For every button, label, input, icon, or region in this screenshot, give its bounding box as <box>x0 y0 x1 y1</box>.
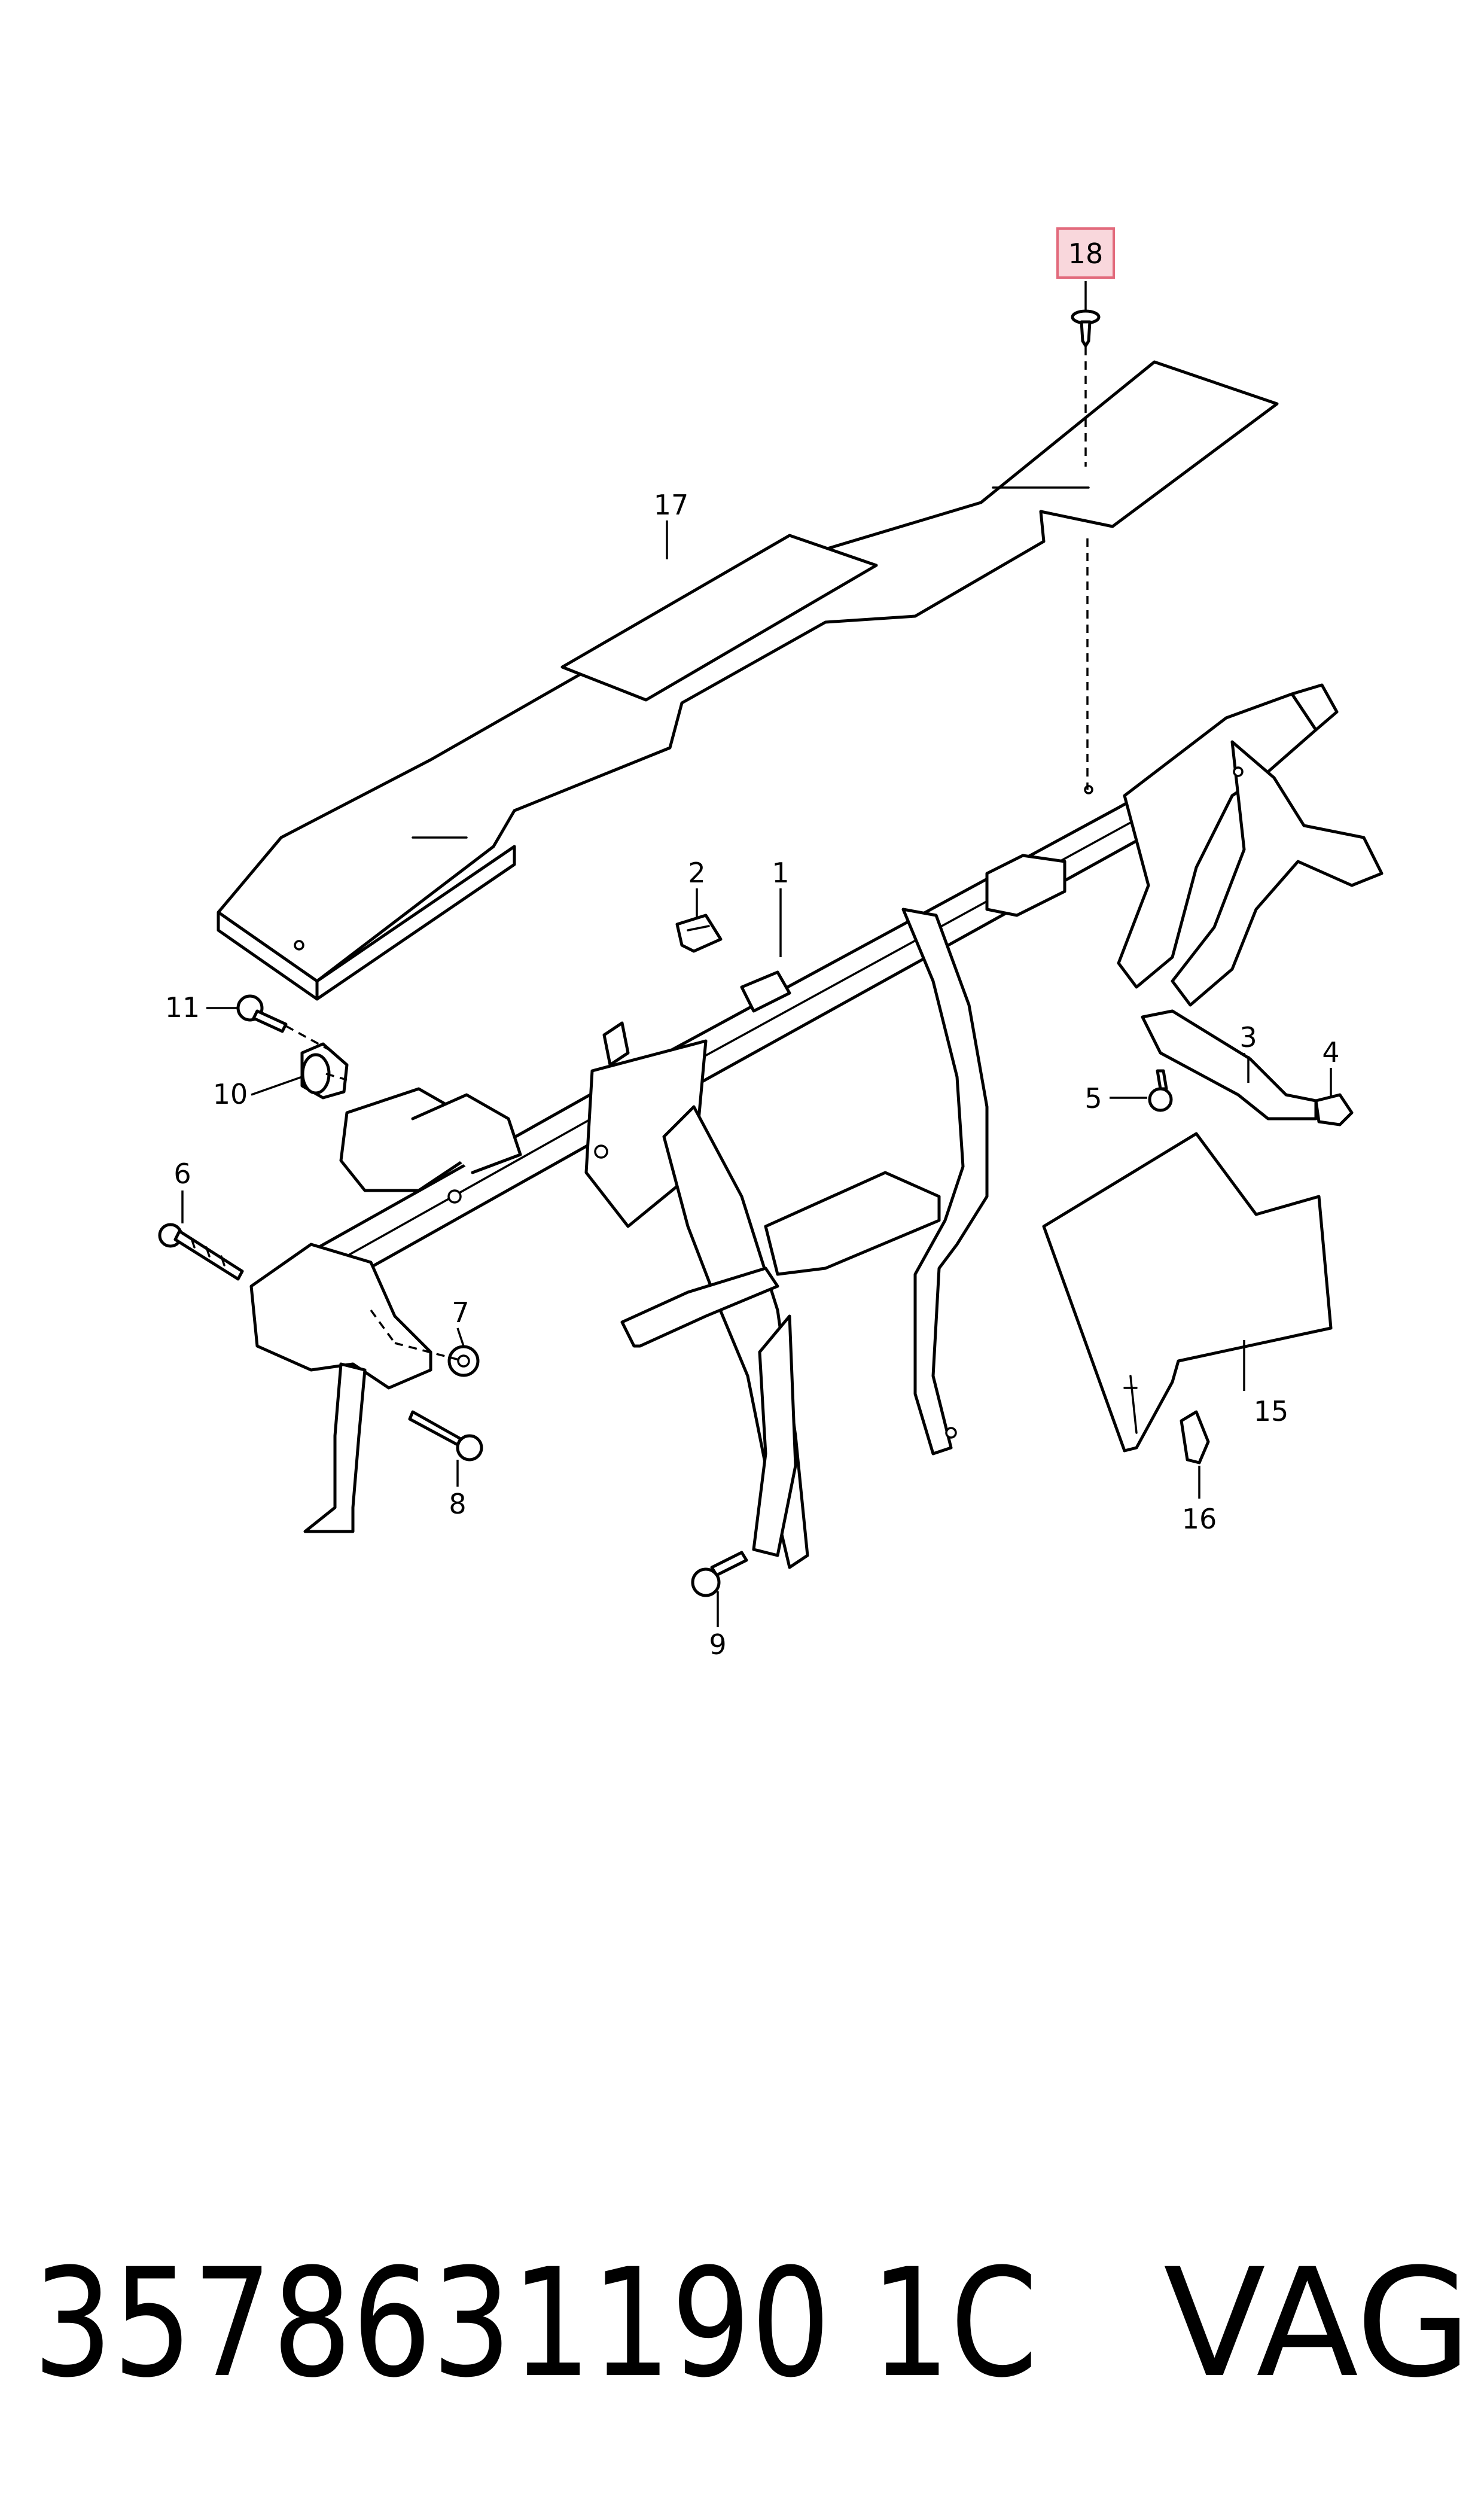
part-8-bolt <box>408 1410 483 1462</box>
part-9-bolt <box>691 1551 748 1597</box>
callout-4: 4 <box>1322 1036 1339 1068</box>
callout-16: 16 <box>1182 1503 1217 1535</box>
callout-10: 10 <box>213 1078 248 1110</box>
callout-18-highlight <box>1056 227 1115 279</box>
part-4-clip <box>1314 1093 1354 1126</box>
part-2-clip-nut <box>675 914 723 953</box>
callout-3: 3 <box>1239 1021 1257 1054</box>
leader-lines <box>181 281 1332 1627</box>
part-16-clip <box>1180 1410 1210 1464</box>
part-6-bolt <box>158 1223 244 1281</box>
footer-brand: VAG <box>1163 2236 1471 2410</box>
callout-18: 18 <box>1068 238 1104 270</box>
part-11-bolt <box>236 994 288 1033</box>
part-1-cross-car-beam <box>249 683 1384 1569</box>
part-17-insulation-pad <box>217 360 1279 1001</box>
callout-1: 1 <box>772 857 789 889</box>
part-10-grommet <box>300 1042 349 1100</box>
callout-11: 11 <box>165 991 200 1024</box>
part-15-insulation-panel <box>1042 1132 1333 1453</box>
footer-part-number: 3578631190 1C <box>33 2236 1038 2410</box>
callout-9: 9 <box>709 1628 726 1661</box>
callout-15: 15 <box>1254 1395 1289 1427</box>
part-5-bolt <box>1148 1069 1173 1112</box>
callout-5: 5 <box>1084 1082 1102 1115</box>
callout-labels: 18 17 2 1 3 4 5 11 10 6 7 8 9 15 16 <box>165 238 1340 1661</box>
callout-2: 2 <box>688 857 705 889</box>
callout-7: 7 <box>452 1296 469 1329</box>
part-7-nut <box>447 1345 480 1377</box>
callout-8: 8 <box>449 1488 466 1520</box>
part-18-screw <box>1071 309 1101 348</box>
callout-6: 6 <box>173 1158 191 1190</box>
callout-17: 17 <box>654 489 689 521</box>
